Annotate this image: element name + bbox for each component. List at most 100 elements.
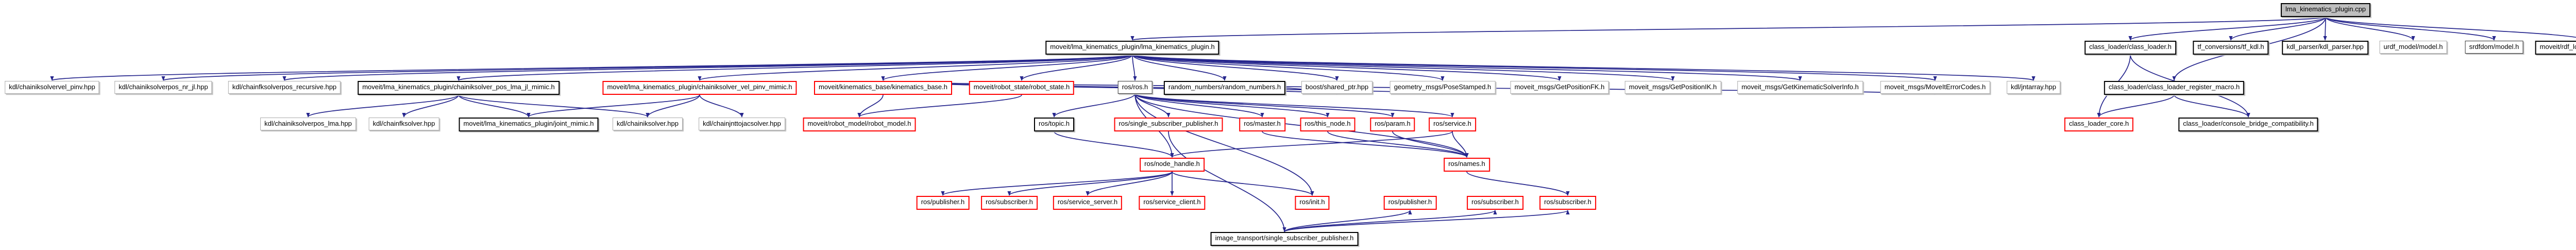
graph-edge [941,171,1173,196]
graph-node-inrjl[interactable]: kdl/chainiksolverpos_nr_jl.hpp [114,81,212,94]
graph-edge [2325,16,2415,41]
graph-edge [1327,131,1469,158]
graph-edge [2229,16,2326,41]
graph-edge [2325,16,2576,38]
graph-edge [458,94,650,118]
graph-edge [2128,16,2326,41]
graph-node-rand[interactable]: random_numbers/random_numbers.h [1163,81,1286,95]
graph-node-iksolver[interactable]: kdl/chainiksolver.hpp [613,118,683,130]
graph-edge [1262,131,1469,158]
graph-node-poslma_hpp[interactable]: kdl/chainiksolverpos_lma.hpp [260,118,356,130]
graph-edge [857,94,1022,118]
graph-node-ros[interactable]: ros/ros.h [1117,81,1153,94]
graph-edge [2325,16,2496,41]
graph-node-ivp[interactable]: kdl/chainiksolvervel_pinv.hpp [5,81,99,94]
graph-edge [699,94,744,118]
graph-node-geom[interactable]: geometry_msgs/PoseStamped.h [1389,81,1496,94]
graph-node-tf[interactable]: tf_conversions/tf_kdl.h [2193,41,2269,55]
graph-edge [1132,54,2035,81]
graph-edge [456,54,1133,81]
graph-node-err[interactable]: moveit_msgs/MoveItErrorCodes.h [1880,81,1990,94]
graph-node-velpinv[interactable]: moveit/lma_kinematics_plugin/chainiksolv… [602,81,797,95]
graph-edge [1007,171,1173,196]
graph-node-rdf[interactable]: moveit/rdf_loader/rdf_loader.h [2535,41,2576,55]
graph-node-srdf[interactable]: srdfdom/model.h [2465,41,2523,54]
graph-node-names[interactable]: ros/names.h [1444,158,1490,172]
graph-node-itssp[interactable]: image_transport/single_subscriber_publis… [1210,232,1359,246]
graph-node-tn[interactable]: ros/this_node.h [1300,118,1355,131]
graph-edge [402,94,459,118]
graph-node-svc[interactable]: ros/service.h [1429,118,1476,131]
graph-edge [1132,54,1802,81]
graph-node-rm[interactable]: moveit/robot_model/robot_model.h [803,118,916,131]
graph-node-nh[interactable]: ros/node_handle.h [1140,158,1205,172]
graph-edge [1284,210,1497,232]
graph-node-init[interactable]: ros/init.h [1295,196,1330,210]
graph-node-fkrec[interactable]: kdl/chainfksolverpos_recursive.hpp [228,81,341,94]
graph-edge [527,94,700,118]
graph-edge [1086,171,1173,196]
graph-node-fksolver[interactable]: kdl/chainfksolver.hpp [368,118,439,130]
graph-node-jm[interactable]: moveit/lma_kinematics_plugin/joint_mimic… [459,118,599,131]
graph-edge [1132,54,1227,81]
graph-node-kdlp[interactable]: kdl_parser/kdl_parser.hpp [2282,41,2368,55]
graph-edge [1132,54,1339,81]
graph-node-fk[interactable]: moveit_msgs/GetPositionFK.h [1510,81,1609,94]
graph-edge [2097,94,2175,118]
graph-node-rs[interactable]: moveit/robot_state/robot_state.h [969,81,1075,95]
graph-node-lkp_h[interactable]: moveit/lma_kinematics_plugin/lma_kinemat… [1045,41,1219,55]
graph-edge [1170,131,1453,158]
graph-node-ssp[interactable]: ros/single_subscriber_publisher.h [1114,118,1223,131]
graph-node-clc[interactable]: class_loader_core.h [2064,118,2134,131]
graph-node-kb[interactable]: moveit/kinematics_base/kinematics_base.h [814,81,953,95]
graph-edge [1132,54,1675,81]
graph-node-master[interactable]: ros/master.h [1239,118,1285,131]
graph-edge [1134,93,1264,118]
graph-edge [1284,210,1412,232]
graph-edge [857,94,884,118]
graph-node-sub2[interactable]: ros/subscriber.h [1467,196,1523,210]
graph-node-pub2[interactable]: ros/publisher.h [1383,196,1437,210]
graph-edge [1134,93,1330,118]
graph-node-jac[interactable]: kdl/chainjnttojacsolver.hpp [699,118,785,130]
graph-edge [1392,131,1469,158]
graph-edge [1132,54,1445,81]
graph-edge [162,54,1133,81]
graph-node-cl[interactable]: class_loader/class_loader.h [2084,41,2176,55]
graph-node-urdf[interactable]: urdf_model/model.h [2379,41,2447,54]
graph-edge [1134,93,1314,196]
graph-edge [881,54,1133,81]
graph-edge [1052,93,1136,118]
graph-node-regmac[interactable]: class_loader/class_loader_register_macro… [2104,81,2245,95]
graph-edge [283,54,1133,81]
graph-edge [1134,93,1454,118]
graph-node-poslma[interactable]: moveit/lma_kinematics_plugin/chainiksolv… [358,81,560,95]
graph-edge [1132,54,1562,81]
graph-edge [698,54,1133,81]
graph-edge [2323,16,2327,41]
graph-node-sub[interactable]: ros/subscriber.h [981,196,1038,210]
graph-node-ss[interactable]: ros/service_server.h [1053,196,1123,210]
graph-node-cbc[interactable]: class_loader/console_bridge_compatibilit… [2178,118,2318,131]
graph-node-ik[interactable]: moveit_msgs/GetPositionIK.h [1624,81,1721,94]
graph-node-sub3[interactable]: ros/subscriber.h [1539,196,1596,210]
graph-node-topic[interactable]: ros/topic.h [1034,118,1074,131]
graph-node-boost[interactable]: boost/shared_ptr.hpp [1301,81,1373,94]
graph-edge [1131,16,2326,41]
graph-edge [458,94,531,118]
graph-node-ksi[interactable]: moveit_msgs/GetKinematicSolverInfo.h [1737,81,1863,94]
graph-edge [1132,54,1137,81]
graph-node-jnt[interactable]: kdl/jntarray.hpp [2007,81,2060,94]
graph-edge [1132,54,1937,81]
graph-edge [1134,93,1395,118]
graph-edge [646,94,700,118]
graph-node-sc[interactable]: ros/service_client.h [1139,196,1206,210]
graph-edge [1284,210,1570,232]
graph-node-param[interactable]: ros/param.h [1370,118,1415,131]
graph-edge [1172,171,1314,196]
graph-node-root: lma_kinematics_plugin.cpp [2280,3,2371,17]
graph-node-pub[interactable]: ros/publisher.h [916,196,970,210]
graph-edge [1054,131,1174,158]
